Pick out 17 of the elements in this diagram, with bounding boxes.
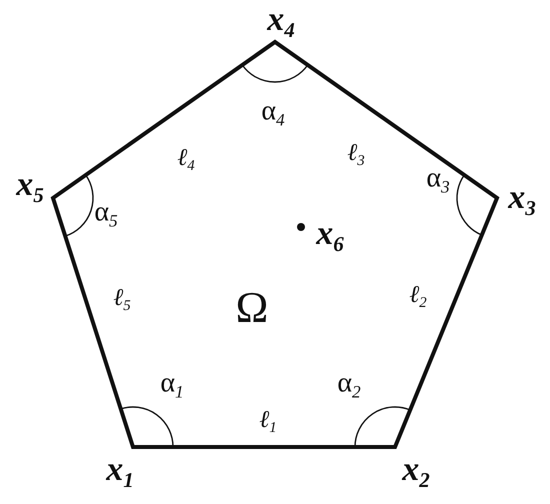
vertex-label: x$_{5}$ <box>16 168 44 206</box>
vertex-label: x$_{1}$ <box>106 452 134 492</box>
angle-label: α$_{2}$ <box>337 369 361 401</box>
side-label: ℓ$_{2}$ <box>409 282 427 312</box>
point-label: x$_{6}$ <box>316 216 344 256</box>
vertex-label: x$_{2}$ <box>402 452 430 492</box>
angle-label: α$_{4}$ <box>261 97 285 129</box>
angle-label: α$_{5}$ <box>94 198 118 230</box>
region-label: Ω <box>236 286 268 330</box>
side-label: ℓ$_{1}$ <box>259 408 277 436</box>
side-label: ℓ$_{5}$ <box>113 286 131 314</box>
side-label: ℓ$_{3}$ <box>347 140 365 170</box>
vertex-label: x$_{4}$ <box>267 2 295 42</box>
angle-label: α$_{1}$ <box>160 369 184 401</box>
side-label: ℓ$_{4}$ <box>177 146 195 174</box>
angle-label: α$_{3}$ <box>426 164 450 196</box>
vertex-label: x$_{3}$ <box>508 180 536 220</box>
